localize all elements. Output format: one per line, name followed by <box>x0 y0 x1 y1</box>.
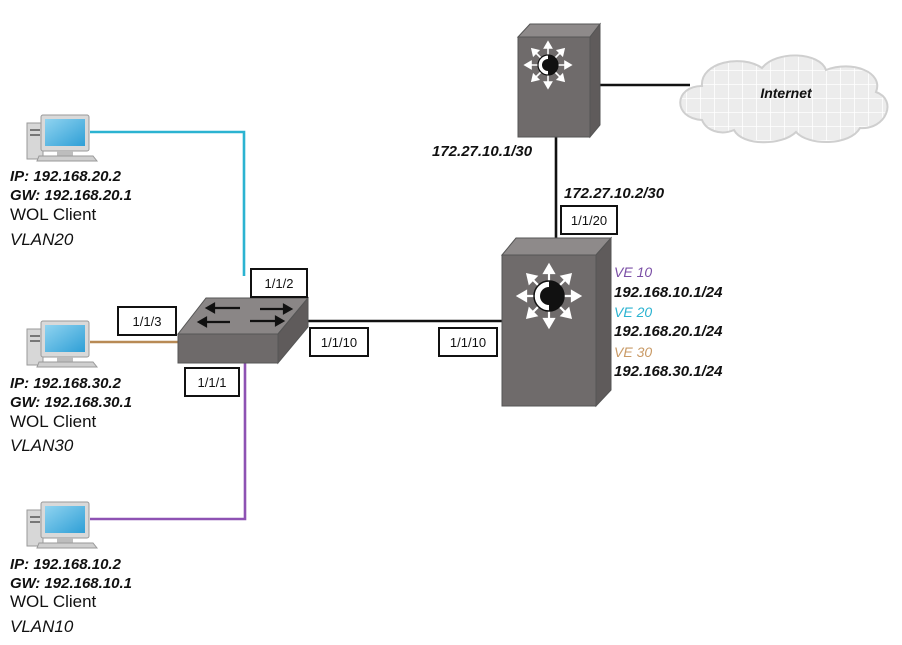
internet-cloud-icon: Internet <box>679 54 889 144</box>
client-gateway: GW: 192.168.30.1 <box>10 394 132 411</box>
pc-icon-vlan20 <box>26 114 98 162</box>
svg-text:1/1/20: 1/1/20 <box>571 213 607 228</box>
client-role: WOL Client <box>10 592 97 611</box>
link-vlan10 <box>90 360 247 521</box>
ve-name: VE 10 <box>614 264 652 280</box>
ve-interface-list: VE 10 192.168.10.1/24 VE 20 192.168.20.1… <box>614 264 723 380</box>
svg-text:1/1/1: 1/1/1 <box>198 375 227 390</box>
ve-ip: 192.168.10.1/24 <box>614 284 723 301</box>
layer2-switch-icon <box>176 296 310 365</box>
link-vlan20 <box>90 130 246 276</box>
client-ip: IP: 192.168.30.2 <box>10 375 122 392</box>
pc-icon-vlan30 <box>26 320 98 368</box>
internet-label: Internet <box>760 85 813 101</box>
ve-ip: 192.168.20.1/24 <box>614 323 723 340</box>
core-router-icon <box>500 236 613 408</box>
svg-text:1/1/3: 1/1/3 <box>133 314 162 329</box>
svg-text:1/1/10: 1/1/10 <box>321 335 357 350</box>
client-vlan: VLAN10 <box>10 617 74 636</box>
client-vlan: VLAN30 <box>10 436 74 455</box>
client-role: WOL Client <box>10 412 97 431</box>
port-label-switch-1-1-3: 1/1/3 <box>117 306 177 336</box>
svg-text:1/1/10: 1/1/10 <box>450 335 486 350</box>
uplink-ip-core: 172.27.10.2/30 <box>564 185 665 202</box>
client-role: WOL Client <box>10 205 97 224</box>
client-ip: IP: 192.168.20.2 <box>10 168 122 185</box>
client-vlan: VLAN20 <box>10 230 74 249</box>
port-label-switch-1-1-1: 1/1/1 <box>184 367 240 397</box>
client-gateway: GW: 192.168.20.1 <box>10 187 132 204</box>
port-label-router-1-1-10: 1/1/10 <box>438 327 498 357</box>
port-label-switch-1-1-10: 1/1/10 <box>309 327 369 357</box>
ve-name: VE 20 <box>614 304 652 320</box>
ve-name: VE 30 <box>614 344 652 360</box>
uplink-ip-upstream: 172.27.10.1/30 <box>432 143 533 160</box>
client-gateway: GW: 192.168.10.1 <box>10 575 132 592</box>
pc-icon-vlan10 <box>26 501 98 549</box>
client-label-vlan20: IP: 192.168.20.2 GW: 192.168.20.1 WOL Cl… <box>10 168 132 249</box>
ve-ip: 192.168.30.1/24 <box>614 363 723 380</box>
port-label-switch-1-1-2: 1/1/2 <box>250 268 308 298</box>
svg-text:1/1/2: 1/1/2 <box>265 276 294 291</box>
upstream-router-icon <box>516 22 602 139</box>
client-ip: IP: 192.168.10.2 <box>10 556 122 573</box>
client-label-vlan30: IP: 192.168.30.2 GW: 192.168.30.1 WOL Cl… <box>10 375 132 455</box>
port-label-router-1-1-20: 1/1/20 <box>560 205 618 235</box>
client-label-vlan10: IP: 192.168.10.2 GW: 192.168.10.1 WOL Cl… <box>10 556 132 636</box>
